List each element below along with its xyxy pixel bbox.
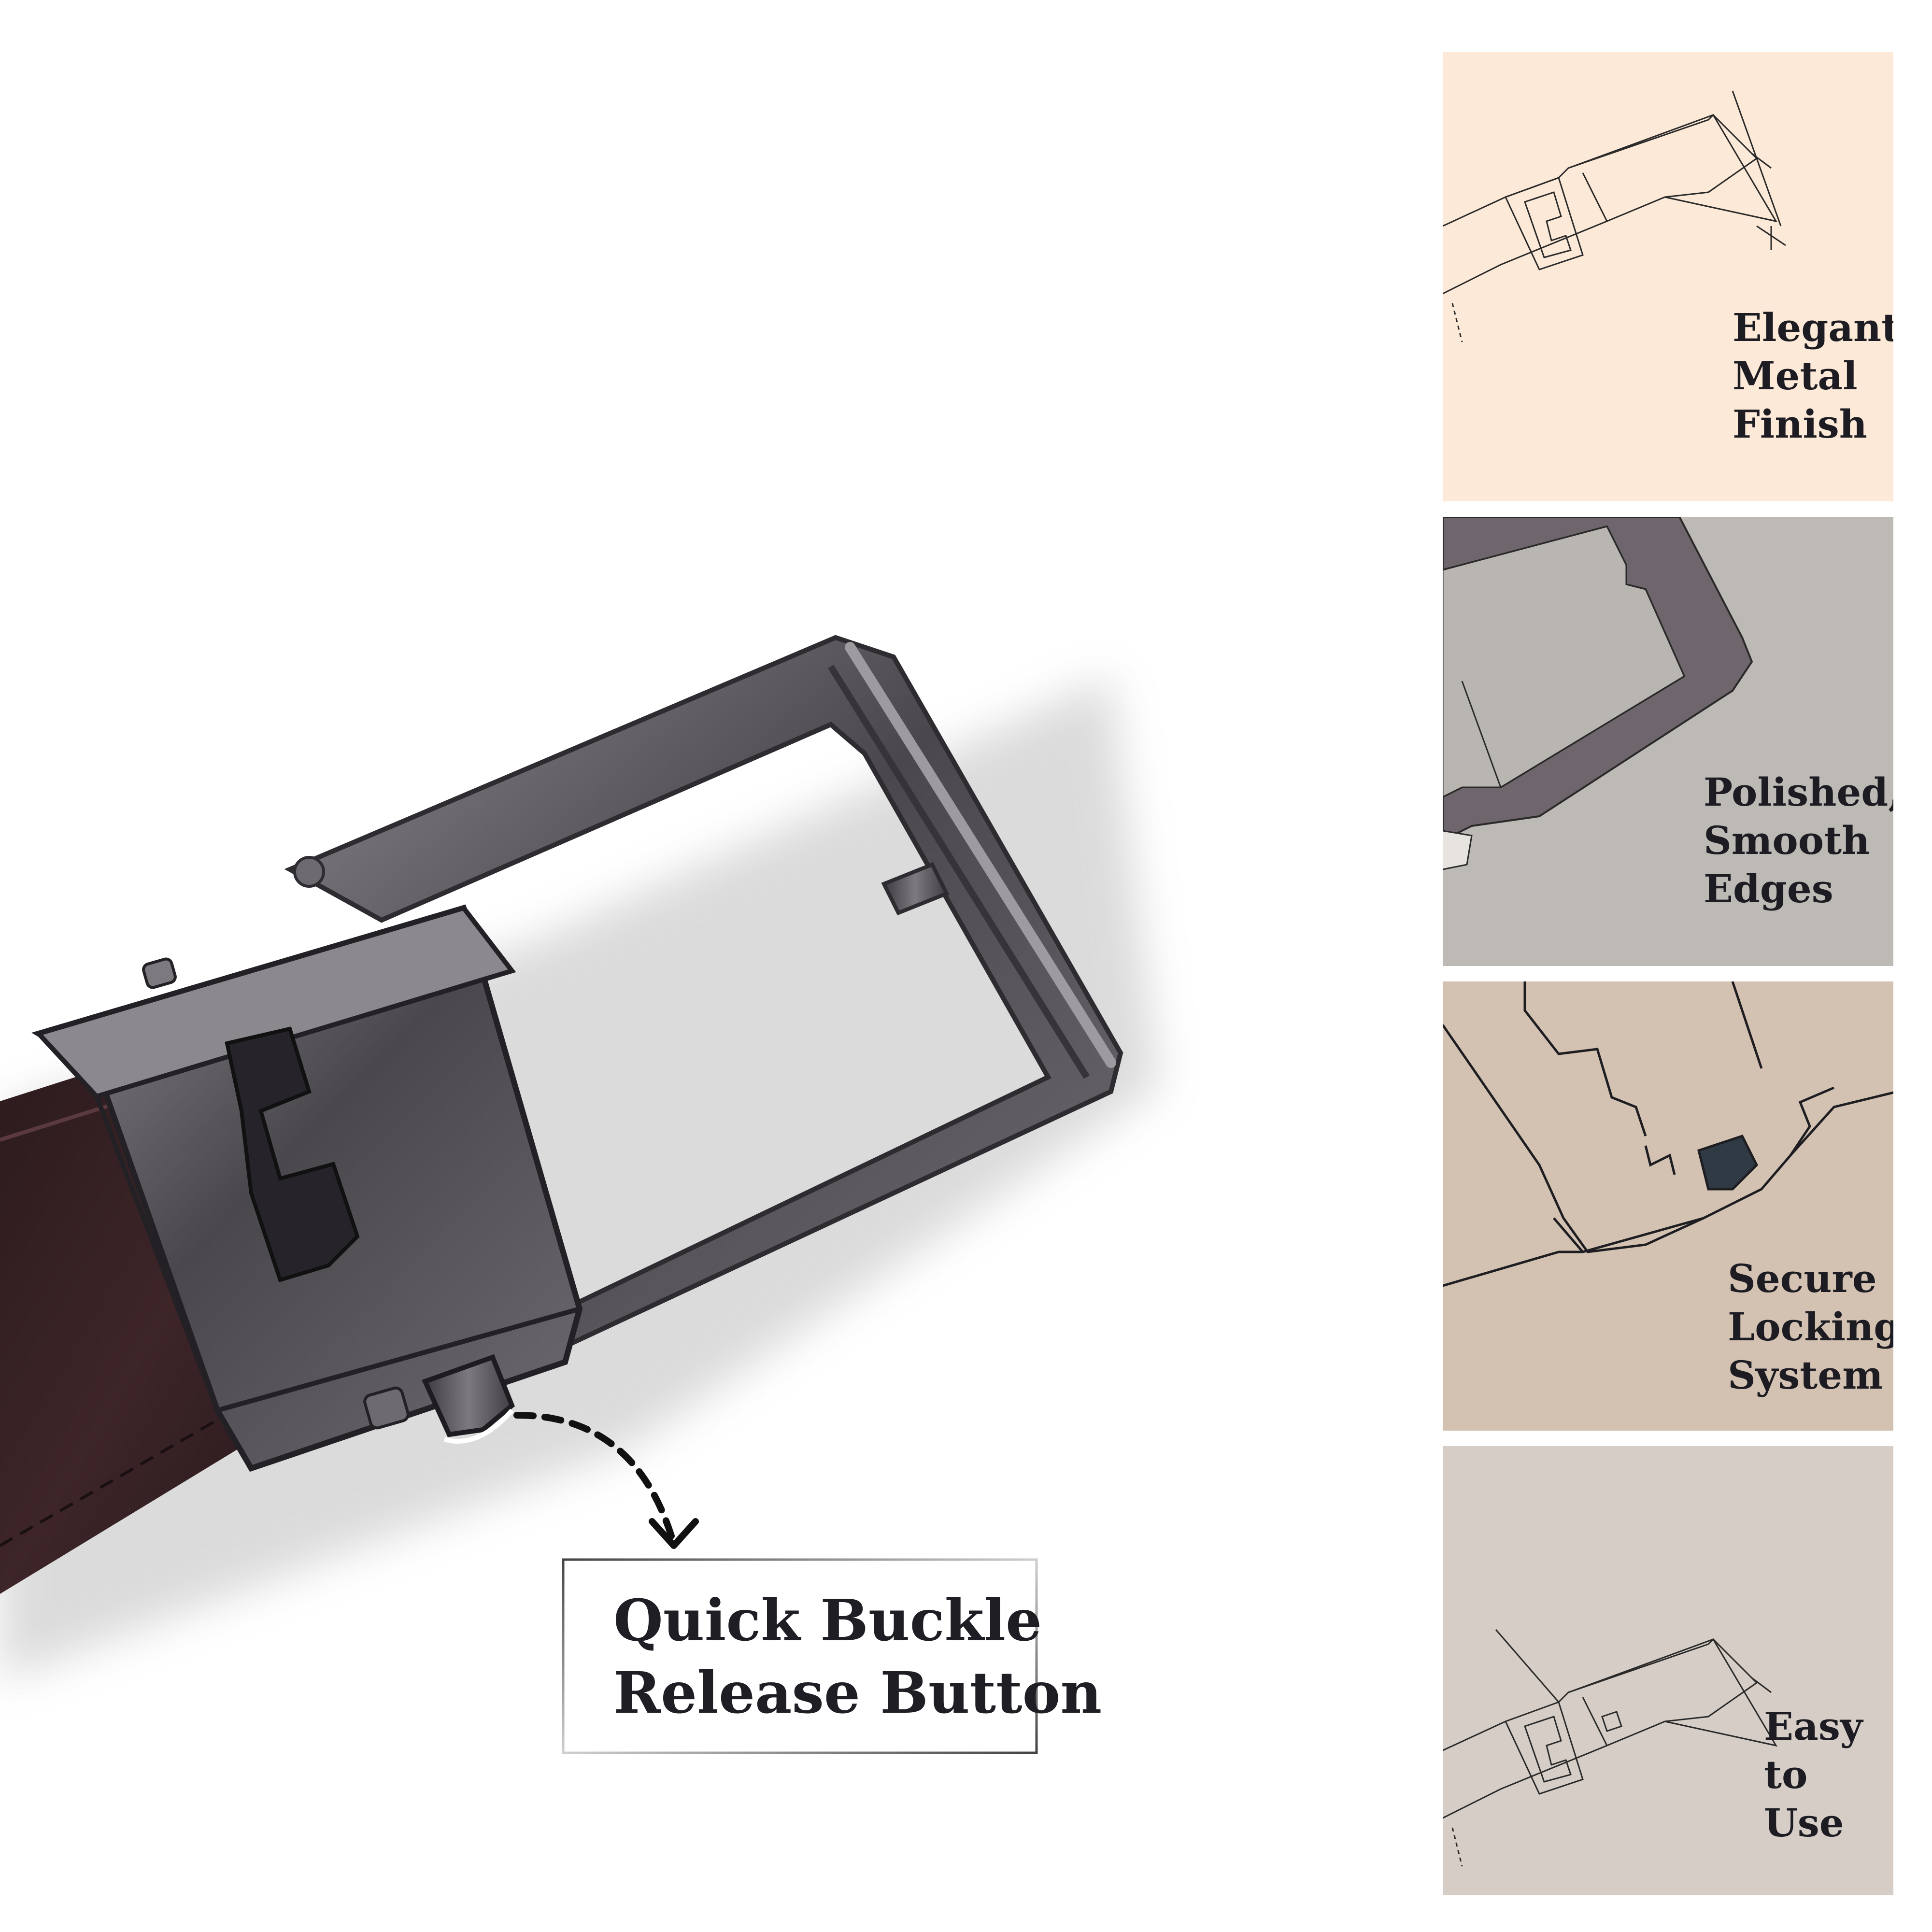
- feature-line: Finish: [1733, 401, 1867, 447]
- buckle-outline-icon: [1443, 1629, 1778, 1867]
- buckle-edge-detail-icon: [1443, 517, 1753, 870]
- feature-label: Polished, Smooth Edges: [1704, 768, 1893, 913]
- feature-line: to: [1764, 1752, 1808, 1797]
- panel-background: [1443, 981, 1893, 1431]
- feature-line: System: [1728, 1352, 1883, 1398]
- buckle-outline-icon: [1443, 90, 1786, 342]
- feature-label: Easy to Use: [1764, 1702, 1862, 1847]
- feature-panel-secure-locking-system: Secure Locking System: [1443, 981, 1893, 1431]
- feature-line: Locking: [1728, 1304, 1893, 1350]
- feature-label: Secure Locking System: [1728, 1254, 1893, 1399]
- feature-line: Polished,: [1704, 769, 1893, 815]
- callout-line-2: Release Button: [613, 1659, 1102, 1726]
- feature-line: Edges: [1704, 866, 1833, 911]
- panel-background: [1443, 1446, 1893, 1895]
- feature-panel-polished-smooth-edges: Polished, Smooth Edges: [1443, 517, 1893, 966]
- feature-label: Elegant Metal Finish: [1733, 303, 1893, 448]
- callout-line-1: Quick Buckle: [613, 1587, 1042, 1654]
- lock-mechanism-icon: [1443, 981, 1893, 1287]
- feature-line: Use: [1764, 1800, 1844, 1846]
- feature-panel-easy-to-use: Easy to Use: [1443, 1446, 1893, 1895]
- feature-line: Easy: [1764, 1704, 1863, 1749]
- feature-line: Metal: [1733, 353, 1858, 398]
- feature-line: Smooth: [1704, 818, 1870, 863]
- dashed-curved-arrow-icon: [513, 1412, 699, 1549]
- panel-background: [1443, 52, 1893, 501]
- belt-buckle-product-photo: [0, 635, 1159, 1681]
- feature-panel-elegant-metal-finish: Elegant Metal Finish: [1443, 52, 1893, 501]
- callout-label: Quick Buckle Release Button: [613, 1584, 1102, 1729]
- feature-line: Secure: [1728, 1256, 1877, 1301]
- feature-line: Elegant: [1733, 305, 1893, 350]
- callout-frame: [562, 1558, 1038, 1754]
- release-button: [363, 1354, 515, 1444]
